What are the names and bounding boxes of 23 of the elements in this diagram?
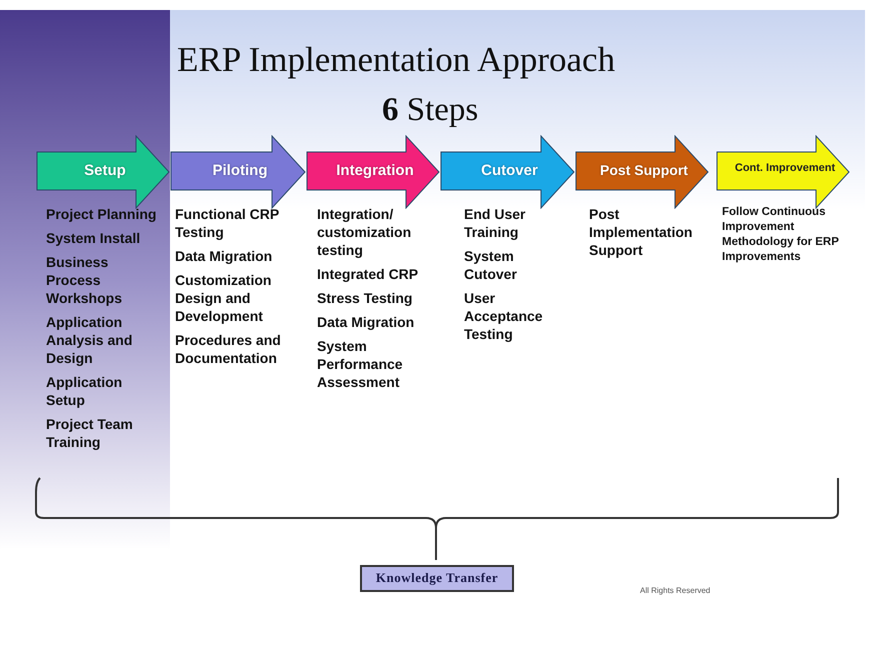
step-task: Business Process Workshops <box>46 253 123 307</box>
step-banner: Piloting <box>170 135 306 209</box>
step-task: Application Analysis and Design <box>46 313 134 367</box>
step-task: Customization Design and Development <box>175 271 272 325</box>
step-banner: Setup <box>36 135 170 209</box>
step-task: Project Team Training <box>46 415 134 451</box>
copyright-note: All Rights Reserved <box>640 586 710 595</box>
title: ERP Implementation Approach <box>177 40 616 80</box>
step-banner: Cutover <box>440 135 575 209</box>
step-task: Stress Testing <box>317 289 414 307</box>
step-task: User Acceptance Testing <box>464 289 544 343</box>
step-banner: Integration <box>306 135 440 209</box>
step-task: Procedures and Documentation <box>175 331 282 367</box>
knowledge-transfer-box: Knowledge Transfer <box>360 565 514 592</box>
step-task: System Install <box>46 229 142 247</box>
step-task: Data Migration <box>317 313 416 331</box>
step-task: System Cutover <box>464 247 518 283</box>
step-banner: Post Support <box>575 135 709 209</box>
step-task: System Performance Assessment <box>317 337 404 391</box>
step-task: Application Setup <box>46 373 124 409</box>
step-task: Integrated CRP <box>317 265 420 283</box>
step-task: Data Migration <box>175 247 274 265</box>
subtitle: 6 Steps <box>382 92 478 129</box>
